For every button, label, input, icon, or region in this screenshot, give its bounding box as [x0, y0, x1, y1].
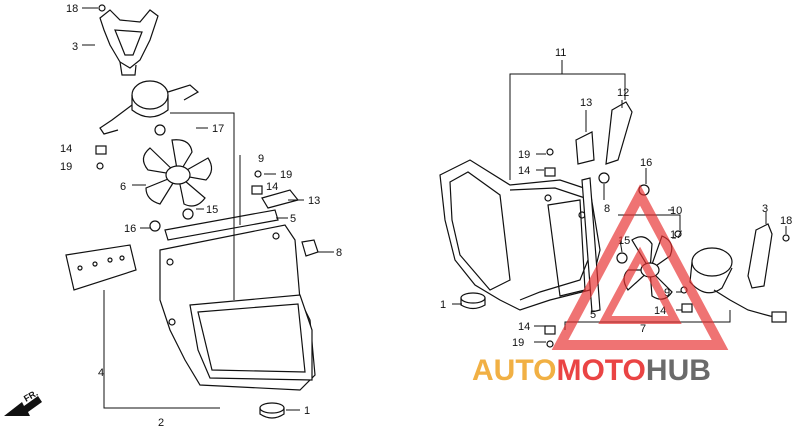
- callout-16: 16: [124, 223, 136, 235]
- left-assembly: 18 3 17 14 19 6 9 19 14 13 15 5 16 8 4 2…: [4, 3, 342, 429]
- callout-18: 18: [780, 215, 792, 227]
- callout-16: 16: [640, 157, 652, 169]
- callout-2: 2: [158, 417, 164, 429]
- callout-11: 11: [555, 47, 566, 59]
- callout-19: 19: [60, 161, 72, 173]
- callout-14b: 14: [654, 305, 666, 317]
- seal-strip-left: [164, 209, 279, 241]
- callout-9: 9: [258, 153, 264, 165]
- front-direction-arrow: FR.: [4, 388, 42, 416]
- svg-text:AUTOMOTOHUB: AUTOMOTOHUB: [472, 354, 711, 387]
- callout-3: 3: [762, 203, 768, 215]
- fan-motor-right: [616, 184, 787, 323]
- bracket-right-12: [575, 101, 633, 184]
- fan-bracket-left: [99, 9, 159, 76]
- fan-motor-left: [99, 80, 200, 136]
- callout-7: 7: [640, 323, 646, 335]
- callout-14c: 14: [518, 321, 530, 333]
- callout-5: 5: [590, 309, 596, 321]
- callout-9: 9: [664, 287, 670, 299]
- callout-13: 13: [580, 97, 592, 109]
- callout-1: 1: [304, 405, 310, 417]
- watermark-logo-icon: [551, 184, 729, 350]
- callout-17: 17: [212, 123, 224, 135]
- shroud-left: [159, 224, 316, 391]
- callout-14: 14: [518, 165, 530, 177]
- callout-4: 4: [98, 367, 104, 379]
- callout-12: 12: [617, 87, 629, 99]
- shroud-right: [439, 159, 601, 311]
- leader-lines-left: [82, 7, 334, 411]
- callout-13: 13: [308, 195, 320, 207]
- callout-14: 14: [60, 143, 72, 155]
- callout-15: 15: [206, 204, 218, 216]
- watermark: AUTOMOTOHUB: [472, 184, 729, 387]
- fan-blade-left: [142, 139, 213, 220]
- callout-8: 8: [604, 203, 610, 215]
- bracket-left-4: [65, 244, 137, 291]
- watermark-auto: AUTO: [472, 354, 556, 387]
- callout-5: 5: [290, 213, 296, 225]
- callout-19: 19: [518, 149, 530, 161]
- watermark-hub: HUB: [646, 354, 711, 387]
- callout-14b: 14: [266, 181, 278, 193]
- callout-3: 3: [72, 41, 78, 53]
- rubber-mount-right: [460, 292, 486, 310]
- callout-6: 6: [120, 181, 126, 193]
- callout-19b: 19: [280, 169, 292, 181]
- fan-bracket-right: [747, 223, 790, 289]
- callout-1: 1: [440, 299, 446, 311]
- callout-8: 8: [336, 247, 342, 259]
- rubber-mount-left: [259, 402, 285, 419]
- callout-17: 17: [670, 229, 682, 241]
- callout-19b: 19: [512, 337, 524, 349]
- watermark-moto: MOTO: [556, 354, 645, 387]
- callout-10: 10: [670, 205, 682, 217]
- callout-18: 18: [66, 3, 78, 15]
